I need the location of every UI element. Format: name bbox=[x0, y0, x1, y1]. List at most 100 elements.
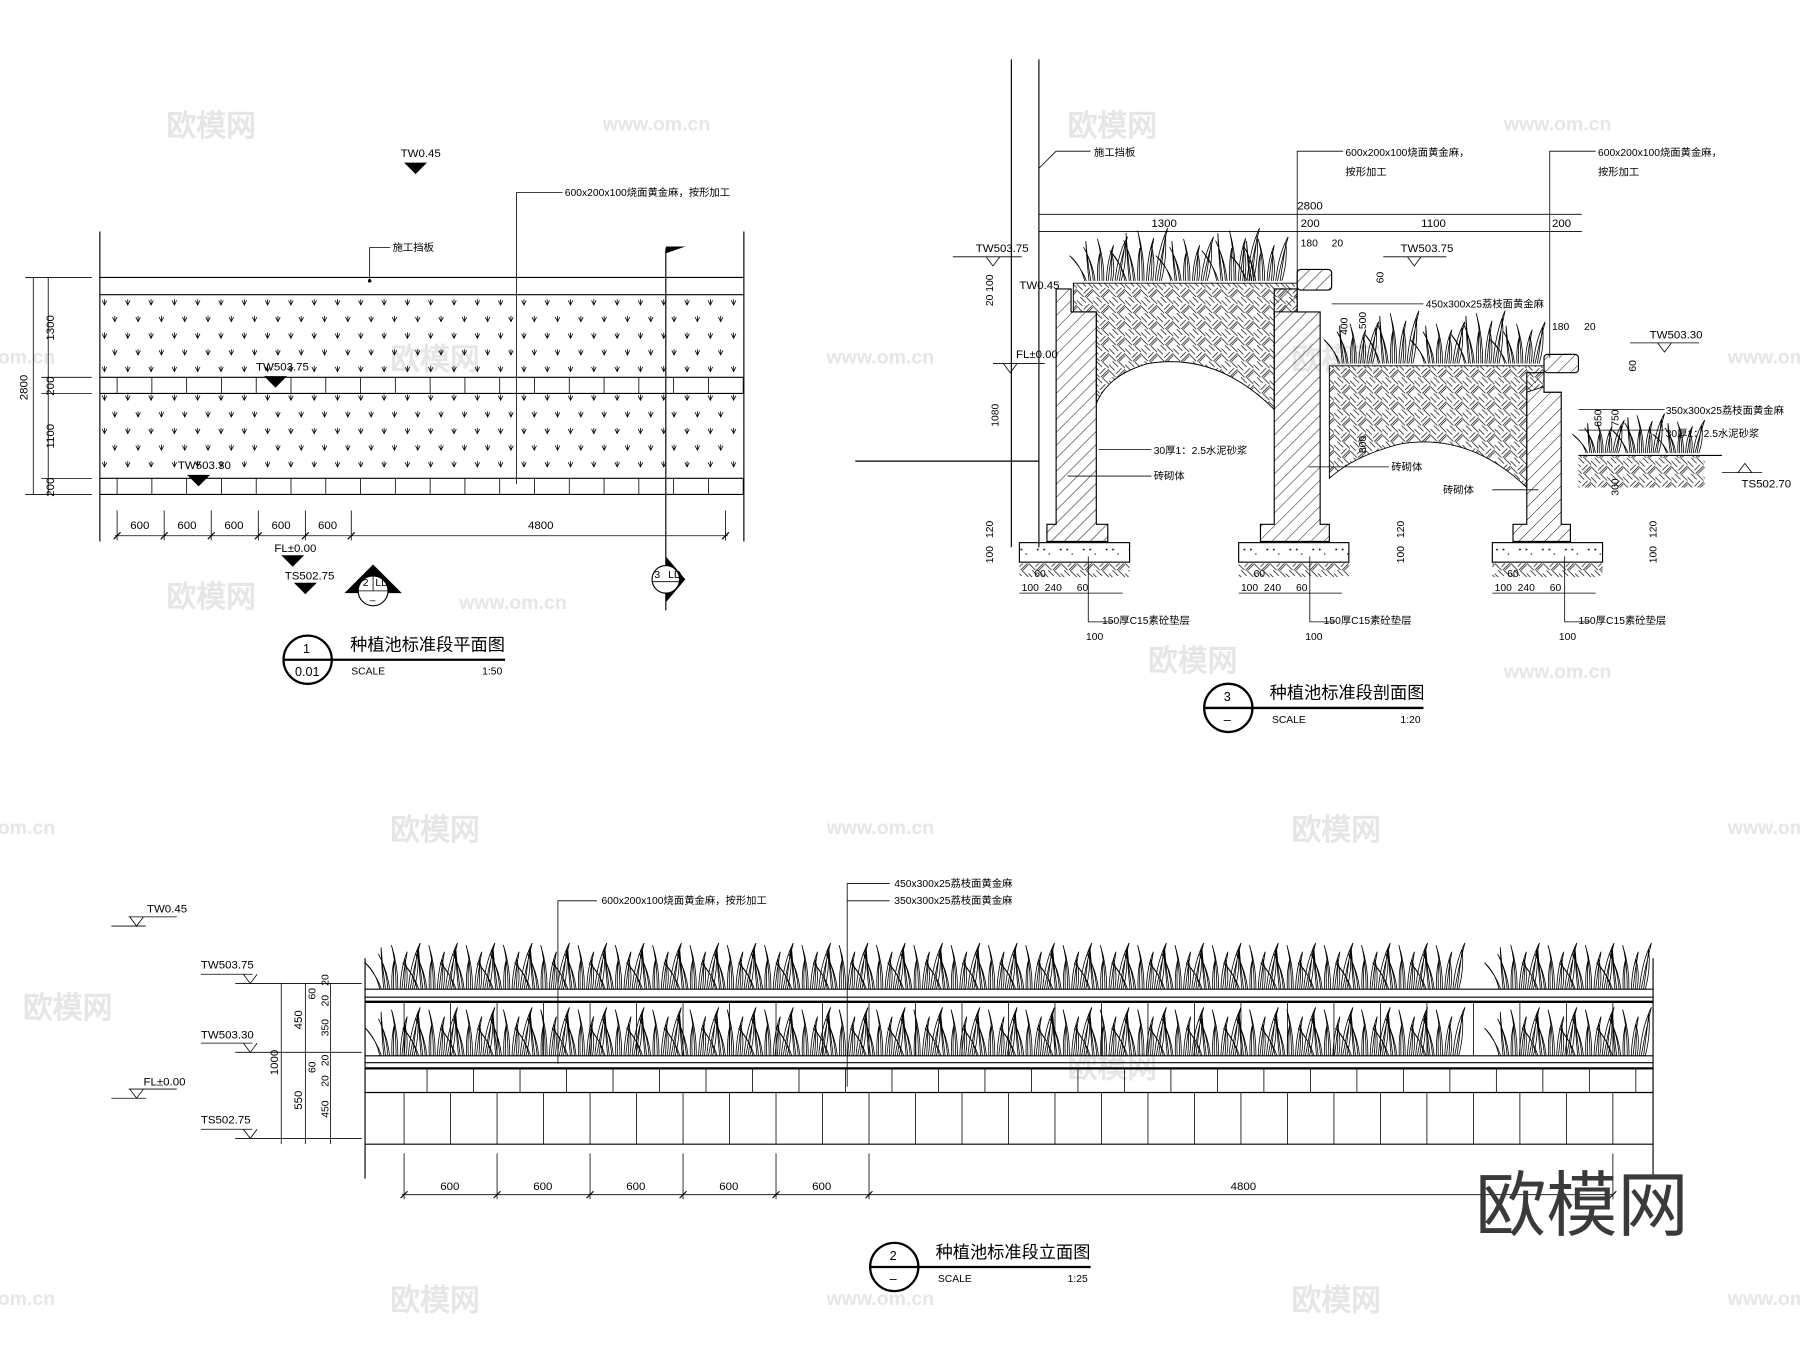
grass-tuft bbox=[700, 942, 757, 990]
coping-stone-upper bbox=[1296, 268, 1333, 291]
sec-dim: 20 100 bbox=[985, 274, 996, 306]
grass-tuft bbox=[1073, 1007, 1130, 1056]
plant-symbol bbox=[125, 365, 131, 373]
grass-tuft bbox=[1323, 321, 1380, 364]
sheet-number: – bbox=[1224, 713, 1231, 727]
plant-symbol bbox=[521, 365, 527, 373]
plant-symbol bbox=[182, 444, 188, 452]
plant-symbol bbox=[497, 461, 504, 468]
drawing-title: 种植池标准段剖面图 bbox=[1270, 683, 1425, 703]
plant-symbol bbox=[637, 461, 644, 468]
plant-symbol bbox=[158, 349, 165, 356]
subgrade-hatch bbox=[1238, 563, 1349, 578]
sec-brick-note-2: 砖砌体 bbox=[1391, 460, 1423, 473]
plant-symbol bbox=[311, 427, 317, 435]
plant-symbol bbox=[508, 444, 514, 452]
sheet-number: – bbox=[890, 1272, 897, 1286]
plant-symbol bbox=[591, 461, 597, 468]
plant-symbol bbox=[718, 411, 724, 418]
plant-symbol bbox=[205, 349, 211, 356]
plant-symbol bbox=[311, 394, 317, 402]
section-marker-2[interactable]: 2 LD – bbox=[344, 564, 402, 606]
plant-symbol bbox=[694, 315, 701, 323]
plant-symbol bbox=[591, 365, 597, 373]
elev-level-tw2: TW503.30 bbox=[201, 1030, 254, 1042]
sec-dim-1080: 1080 bbox=[991, 403, 1002, 426]
plant-symbol bbox=[731, 332, 737, 340]
watermark-url: om.cn bbox=[0, 1288, 55, 1310]
watermark-url: www.om.cn bbox=[1727, 817, 1800, 839]
plant-symbol bbox=[707, 427, 714, 435]
plant-symbol bbox=[415, 315, 421, 323]
watermark-logo: 欧模网 bbox=[1148, 645, 1237, 678]
grass-tuft bbox=[626, 1007, 682, 1056]
sec-base-note-1: 150厚C15素砼垫层 bbox=[1102, 614, 1190, 627]
plant-symbol bbox=[428, 427, 434, 435]
elev-dim: 20 bbox=[320, 995, 331, 1007]
plant-symbol bbox=[601, 444, 607, 452]
footing-middle bbox=[1238, 542, 1350, 563]
elevation-joints bbox=[403, 1001, 1637, 1145]
sec-dim: 20 bbox=[1332, 238, 1344, 249]
plant-symbol bbox=[508, 411, 514, 418]
plant-symbol bbox=[521, 299, 527, 306]
plant-symbol bbox=[591, 332, 597, 340]
plant-symbol bbox=[497, 365, 504, 373]
sec-base-note-3: 150厚C15素砼垫层 bbox=[1578, 614, 1666, 627]
plant-symbol bbox=[228, 315, 234, 323]
drawing-number: 3 bbox=[1224, 690, 1231, 704]
sec-stone-note-1: 600x200x100烧面黄金麻， bbox=[1345, 146, 1469, 159]
plant-symbol bbox=[321, 444, 328, 452]
grass-tuft bbox=[999, 1007, 1055, 1056]
plant-symbol bbox=[158, 315, 165, 323]
plant-symbol bbox=[637, 394, 644, 402]
sec-dim: 180 bbox=[1301, 238, 1318, 249]
watermark-url: om.cn bbox=[0, 347, 55, 369]
plant-symbol bbox=[614, 394, 620, 402]
grass-tuft bbox=[402, 942, 458, 990]
plant-symbol bbox=[567, 332, 574, 340]
plant-symbol bbox=[205, 315, 211, 323]
plant-symbol bbox=[321, 349, 328, 356]
plant-symbol bbox=[228, 349, 234, 356]
grass-tuft bbox=[551, 1007, 608, 1056]
dim-label: 60 bbox=[1254, 569, 1266, 580]
grass-tuft bbox=[924, 942, 981, 990]
plant-symbol bbox=[391, 349, 398, 356]
plant-symbol bbox=[101, 332, 108, 340]
dim-label: 100 bbox=[1305, 632, 1322, 643]
grass-tuft bbox=[1409, 321, 1466, 364]
plant-symbol bbox=[195, 427, 201, 435]
plant-symbol bbox=[648, 315, 654, 323]
dim-label: 100 bbox=[1495, 583, 1512, 594]
plant-symbol bbox=[368, 315, 374, 323]
plant-symbol bbox=[731, 365, 737, 373]
sec-brick-note-3: 砖砌体 bbox=[1443, 483, 1475, 496]
plant-symbol bbox=[591, 427, 597, 435]
grass-tuft bbox=[1449, 310, 1506, 364]
plant-symbol bbox=[195, 365, 201, 373]
grass-tuft bbox=[1363, 310, 1420, 364]
watermark-url: www.om.cn bbox=[458, 592, 567, 614]
plant-symbol bbox=[368, 411, 374, 418]
plant-symbol bbox=[241, 299, 247, 306]
plant-symbol bbox=[531, 349, 537, 356]
elev-dim: 350 bbox=[320, 1019, 331, 1036]
grass-tuft bbox=[663, 942, 720, 990]
grass-tuft bbox=[999, 942, 1055, 990]
sec-dim: 180 bbox=[1552, 322, 1569, 333]
plant-symbol bbox=[195, 461, 201, 468]
plan-stone-note: 600x200x100烧面黄金麻，按形加工 bbox=[565, 186, 730, 199]
watermark-url: www.om.cn bbox=[1727, 347, 1800, 369]
plant-symbol bbox=[554, 349, 561, 356]
plan-dim-total: 2800 bbox=[19, 375, 31, 401]
watermark-url: www.om.cn bbox=[826, 817, 935, 839]
plan-dim-1100: 1100 bbox=[45, 424, 57, 449]
plant-symbol bbox=[135, 349, 141, 356]
plant-symbol bbox=[694, 411, 701, 418]
plant-symbol bbox=[101, 427, 108, 435]
section-marker-3[interactable]: 3 LD – bbox=[651, 246, 686, 611]
plant-symbol bbox=[288, 299, 294, 306]
plant-symbol bbox=[321, 315, 328, 323]
plant-symbol bbox=[415, 349, 421, 356]
